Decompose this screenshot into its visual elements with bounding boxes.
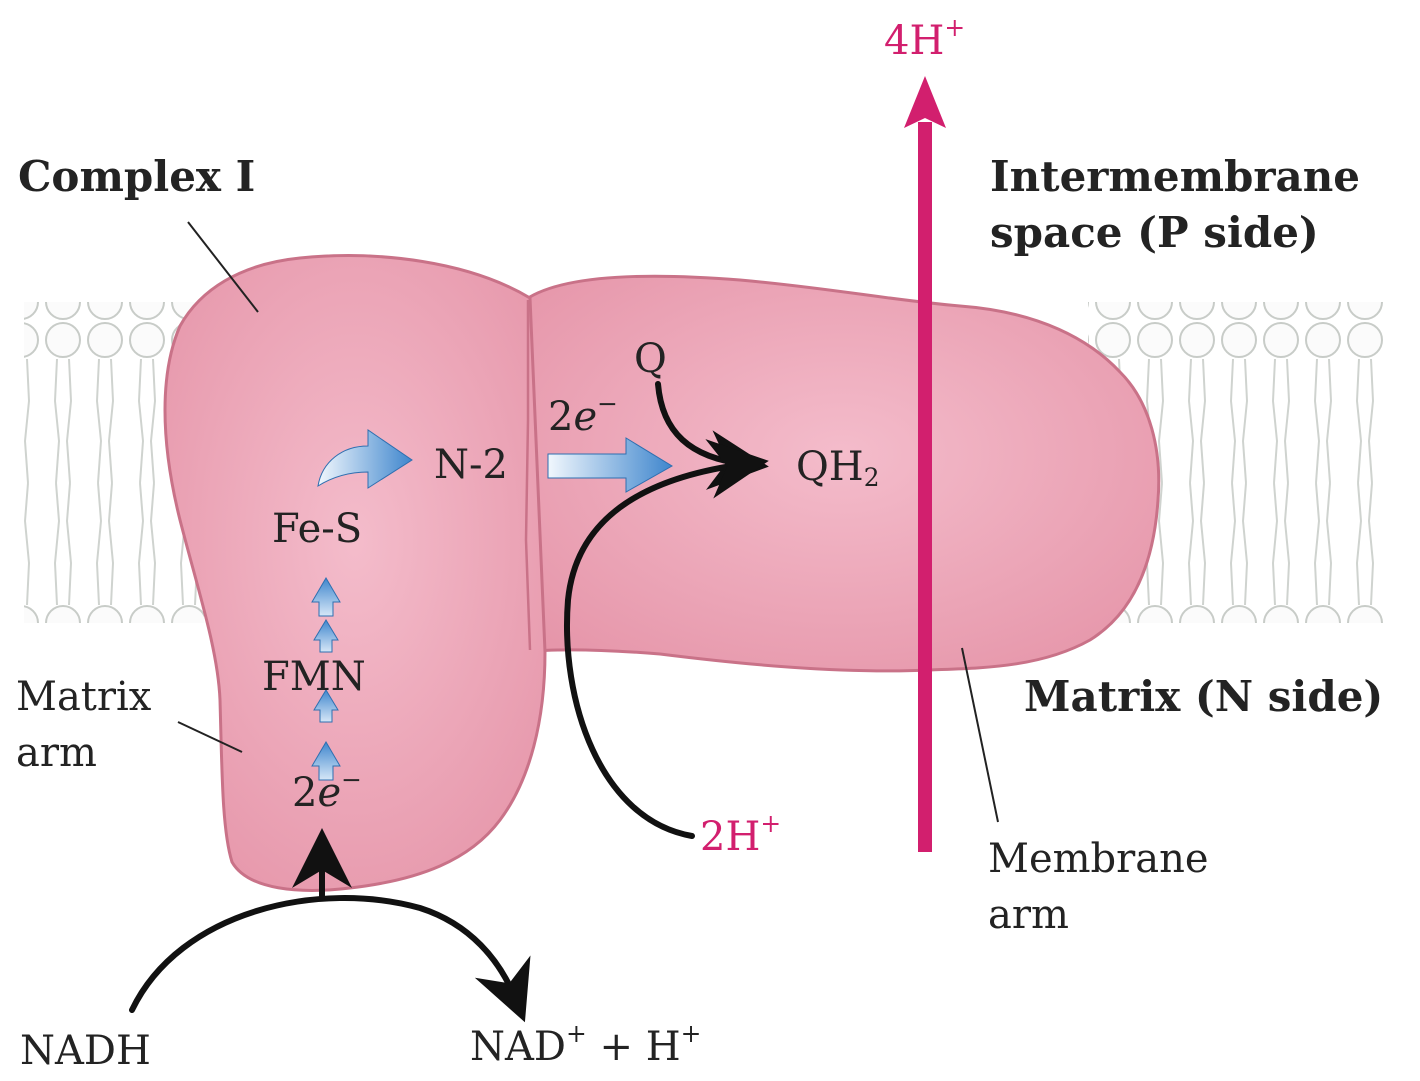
proton-in-charge: + (760, 809, 781, 838)
membrane-arm-label-line2: arm (988, 894, 1069, 937)
matrix-side-pre: Matrix ( (1024, 672, 1215, 721)
intermembrane-pre: space ( (990, 208, 1157, 257)
electron-top-e: e (573, 394, 597, 440)
intermembrane-label-line2: space (P side) (990, 210, 1319, 255)
fes-label: Fe-S (272, 508, 362, 551)
proton-out-label: 4H+ (884, 20, 965, 63)
fmn-label: FMN (262, 656, 366, 699)
matrix-side-label: Matrix (N side) (1024, 674, 1383, 719)
nadh-oxidation-arrow (132, 898, 516, 1010)
electron-top-charge: − (597, 389, 618, 418)
nadh-label: NADH (20, 1030, 151, 1073)
membrane-arm-label-line1: Membrane (988, 838, 1209, 881)
matrix-side-post: side) (1253, 672, 1383, 721)
qh2-label: QH2 (796, 446, 879, 489)
nad-products-label: NAD+ + H+ (470, 1026, 701, 1069)
electron-bottom-charge: − (341, 765, 362, 794)
electron-pair-bottom-label: 2e− (292, 772, 362, 815)
proton-in-coef: 2H (700, 814, 760, 860)
n2-label: N-2 (434, 444, 508, 487)
electron-pair-top-label: 2e− (548, 396, 618, 439)
proton-out-coef: 4H (884, 18, 944, 64)
nad-plus-h: + H (587, 1024, 681, 1070)
nad-h-charge: + (681, 1019, 702, 1048)
electron-bottom-e: e (317, 770, 341, 816)
matrix-arm-label-line2: arm (16, 732, 97, 775)
p-side-letter: P (1157, 208, 1189, 257)
qh2-base: QH (796, 444, 864, 490)
membrane-arm-pointer (962, 648, 998, 822)
matrix-arm-label-line1: Matrix (16, 676, 151, 719)
electron-top-coef: 2 (548, 394, 573, 440)
nad-charge: + (566, 1019, 587, 1048)
intermembrane-post: side) (1189, 208, 1319, 257)
electron-bottom-coef: 2 (292, 770, 317, 816)
n-side-letter: N (1215, 672, 1253, 721)
proton-out-charge: + (944, 13, 965, 42)
nad-base: NAD (470, 1024, 566, 1070)
q-label: Q (634, 338, 667, 381)
complex-i-label: Complex I (18, 154, 255, 199)
qh2-subscript: 2 (864, 463, 880, 492)
proton-in-label: 2H+ (700, 816, 781, 859)
intermembrane-label-line1: Intermembrane (990, 154, 1360, 199)
